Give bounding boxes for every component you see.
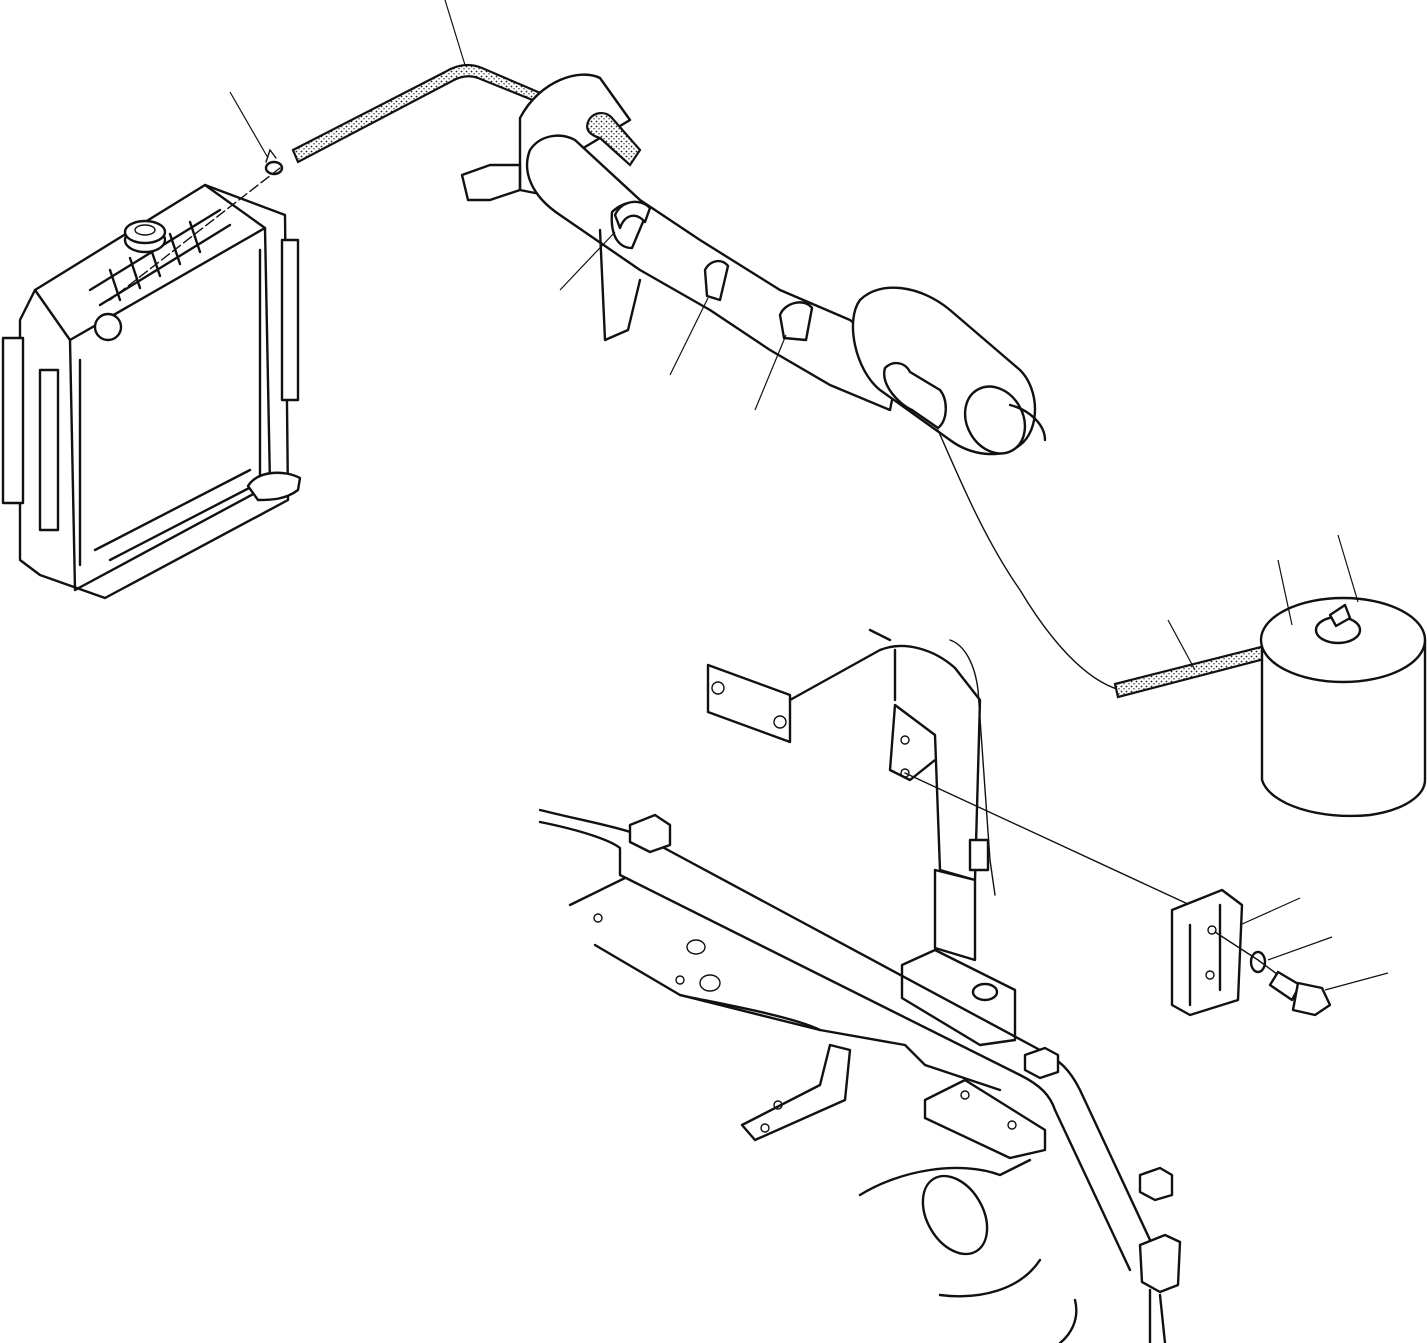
frame xyxy=(538,808,1182,1343)
radiator-cap xyxy=(123,219,167,254)
tank-bracket xyxy=(1170,888,1244,1017)
leader-line-clamp-3 xyxy=(754,334,787,411)
leader-lines xyxy=(229,0,1389,991)
washer xyxy=(1249,950,1267,974)
overflow-hose-upper xyxy=(291,63,547,164)
leader-line-upper-hose xyxy=(444,0,466,66)
duct-clamp xyxy=(613,200,814,342)
air-cleaner xyxy=(851,286,1047,456)
leader-line-lower-hose xyxy=(1167,619,1196,671)
leader-line-clamp-2 xyxy=(669,297,709,376)
leader-line-bolt xyxy=(1324,972,1389,991)
leader-line-clip xyxy=(229,91,269,159)
support-stand xyxy=(706,628,1017,1047)
leader-line-hose-end xyxy=(1277,559,1293,626)
leader-line-washer xyxy=(1267,936,1333,961)
leader-line-bracket xyxy=(1239,897,1301,926)
hose-clip xyxy=(264,148,284,176)
leader-line-clamp-1 xyxy=(559,231,616,291)
leader-line-tank-cap xyxy=(1337,534,1359,603)
tank-cap xyxy=(1314,603,1362,645)
bolt xyxy=(1268,970,1332,1017)
radiator xyxy=(1,183,302,600)
air-intake-duct xyxy=(460,73,902,412)
